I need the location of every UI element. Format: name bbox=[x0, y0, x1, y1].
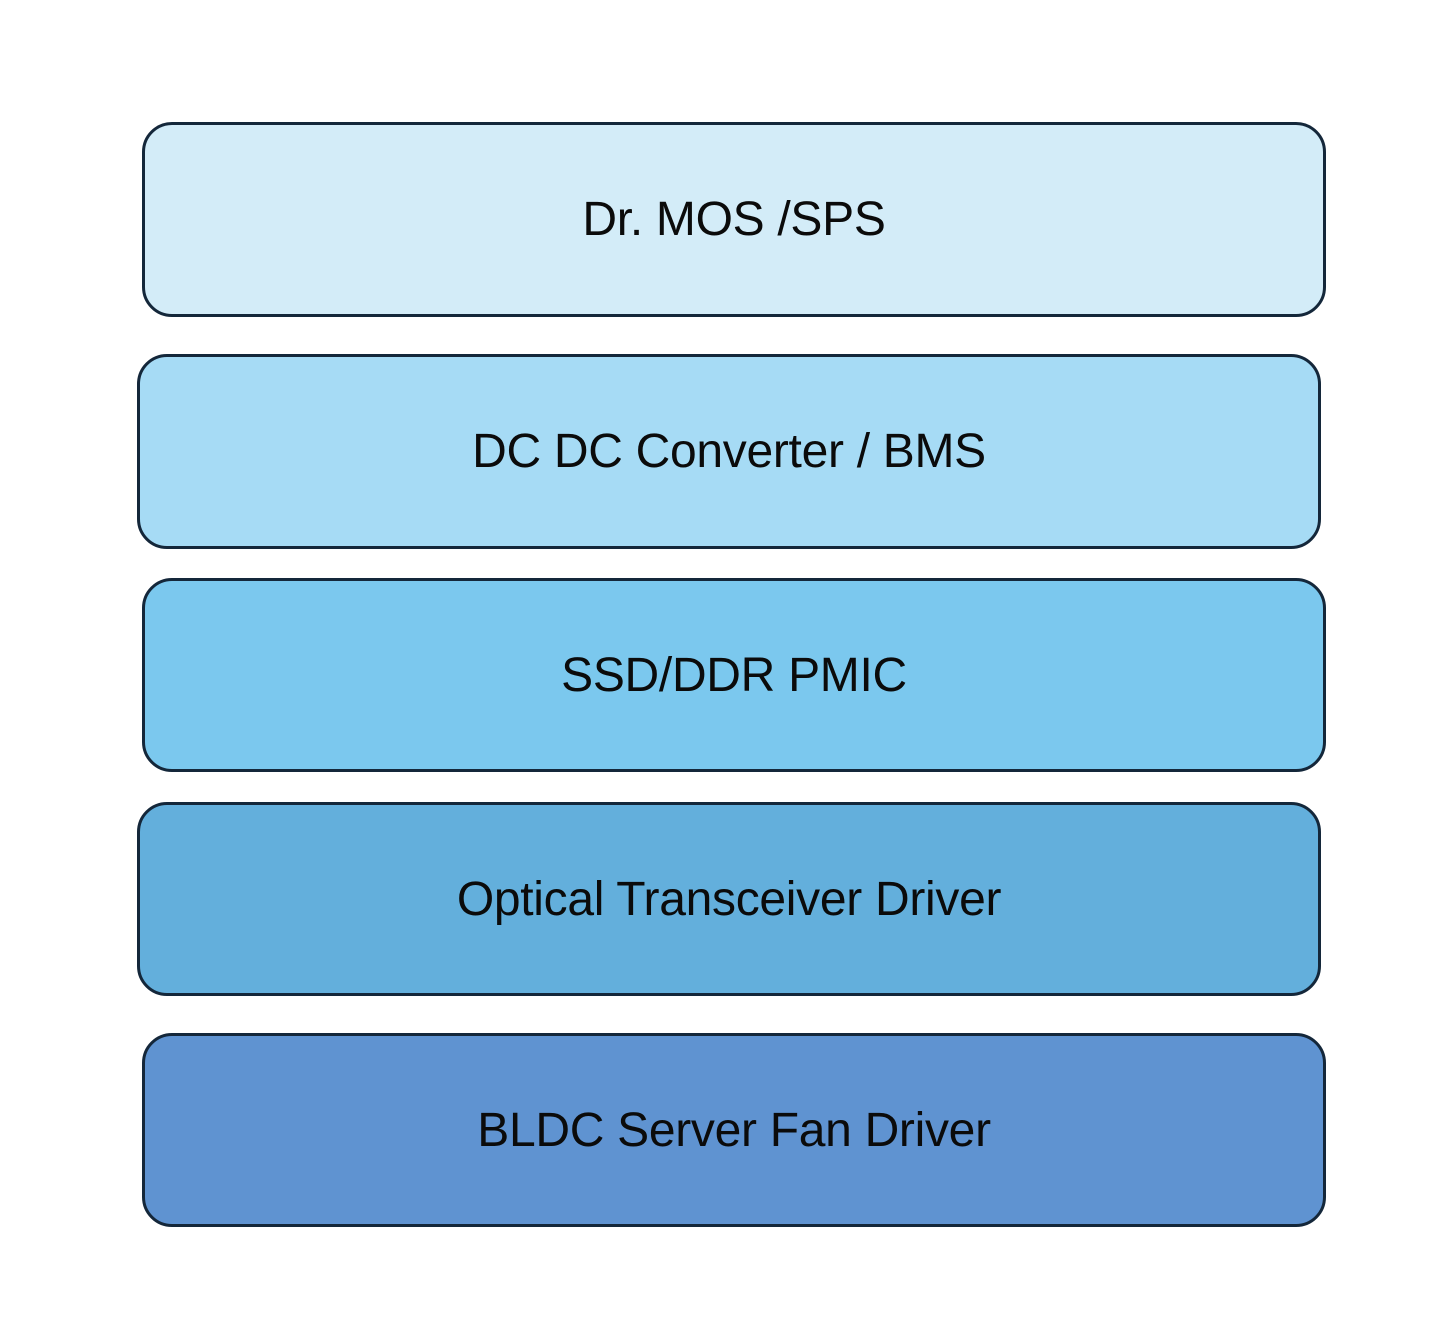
layer-label: Dr. MOS /SPS bbox=[582, 193, 886, 246]
layer-box-optical-transceiver-driver: Optical Transceiver Driver bbox=[137, 802, 1321, 996]
layer-label: Optical Transceiver Driver bbox=[456, 872, 1002, 926]
layer-label: BLDC Server Fan Driver bbox=[477, 1103, 991, 1157]
layer-box-bldc-server-fan-driver: BLDC Server Fan Driver bbox=[142, 1033, 1326, 1227]
layer-box-dc-dc-converter-bms: DC DC Converter / BMS bbox=[137, 354, 1321, 549]
layer-label: SSD/DDR PMIC bbox=[561, 648, 907, 702]
layer-label: DC DC Converter / BMS bbox=[472, 425, 986, 478]
layer-box-ssd-ddr-pmic: SSD/DDR PMIC bbox=[142, 578, 1326, 772]
layer-box-dr-mos-sps: Dr. MOS /SPS bbox=[142, 122, 1326, 317]
